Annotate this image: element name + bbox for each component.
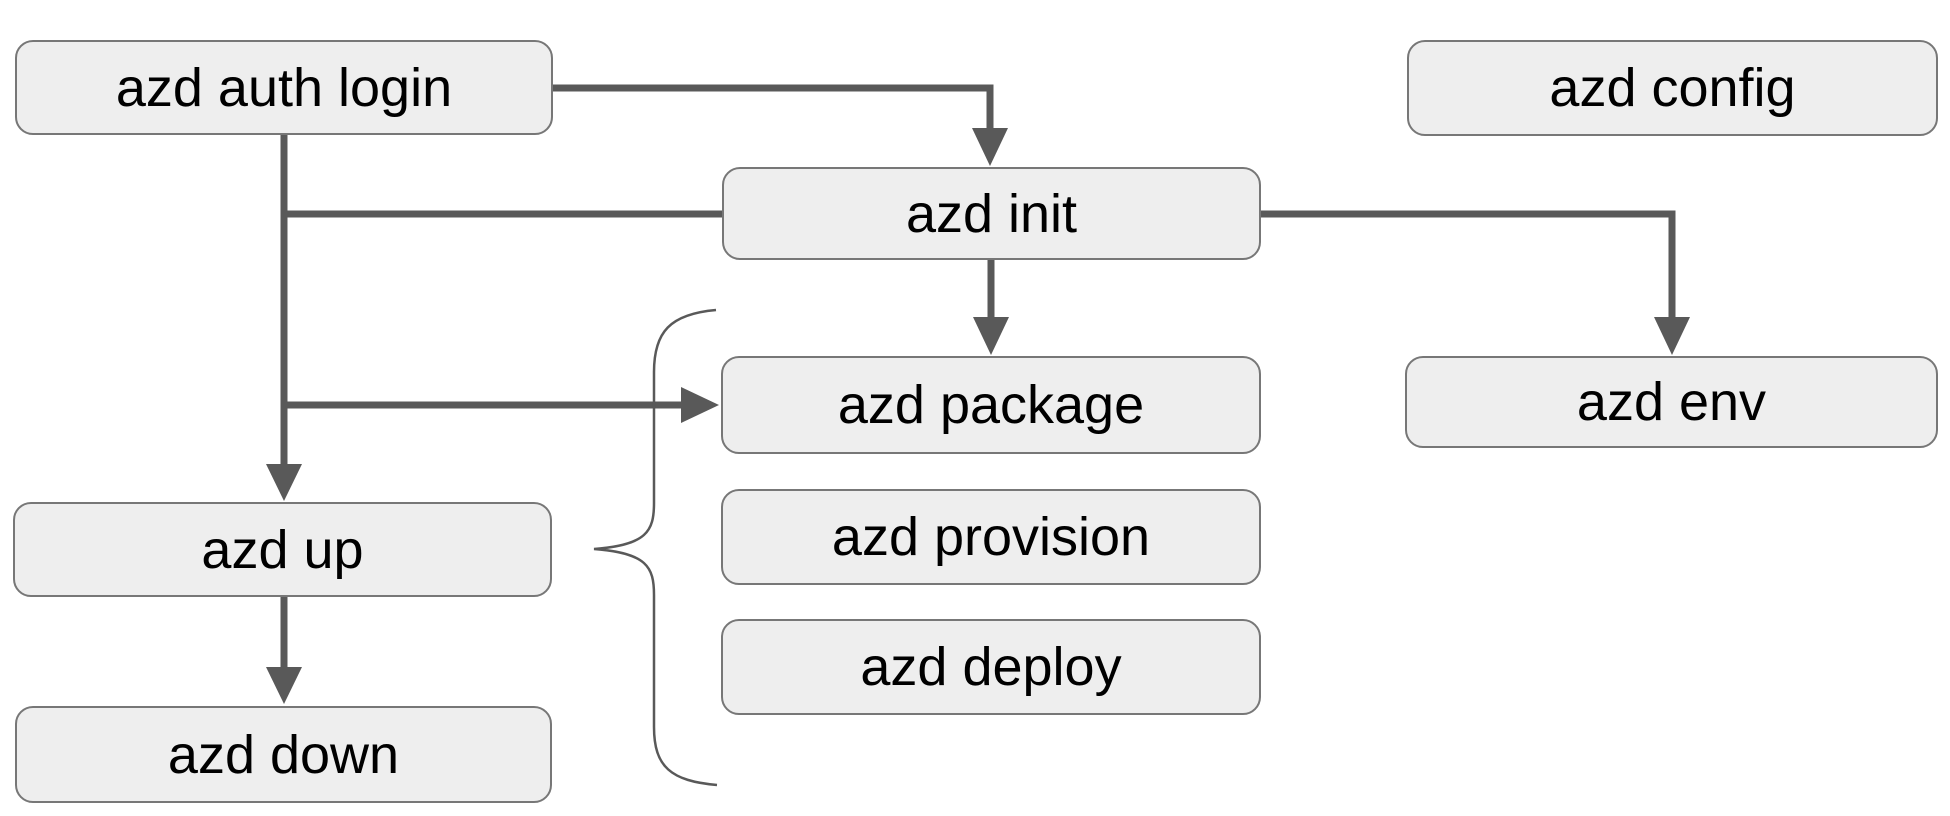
node-azd-auth-login-label: azd auth login [115,57,453,118]
node-azd-env-label: azd env [1576,372,1767,432]
edge-auth-login-to-init-top [553,84,994,128]
node-azd-down: azd down [15,706,552,803]
arrowhead-into-package-left [681,387,719,423]
node-azd-down-label: azd down [167,724,400,785]
arrowhead-into-package-top [973,317,1009,355]
node-azd-up: azd up [13,502,552,597]
node-azd-config: azd config [1407,40,1938,136]
node-azd-env: azd env [1405,356,1938,448]
node-azd-auth-login: azd auth login [15,40,553,135]
node-azd-init: azd init [722,167,1261,260]
node-azd-package-label: azd package [837,375,1145,435]
brace-up-group [593,308,718,787]
node-azd-provision: azd provision [721,489,1261,585]
arrowhead-into-down-top [266,667,302,704]
node-azd-package: azd package [721,356,1261,454]
arrowhead-into-up-top [266,464,302,501]
edge-init-to-env [1261,210,1676,317]
node-azd-config-label: azd config [1549,58,1796,118]
node-azd-deploy-label: azd deploy [860,637,1122,697]
node-azd-init-label: azd init [905,183,1078,244]
arrowhead-into-env-top [1654,317,1690,355]
node-azd-up-label: azd up [201,519,364,580]
node-azd-provision-label: azd provision [831,507,1151,567]
arrowhead-into-init-top [972,128,1008,166]
node-azd-deploy: azd deploy [721,619,1261,715]
